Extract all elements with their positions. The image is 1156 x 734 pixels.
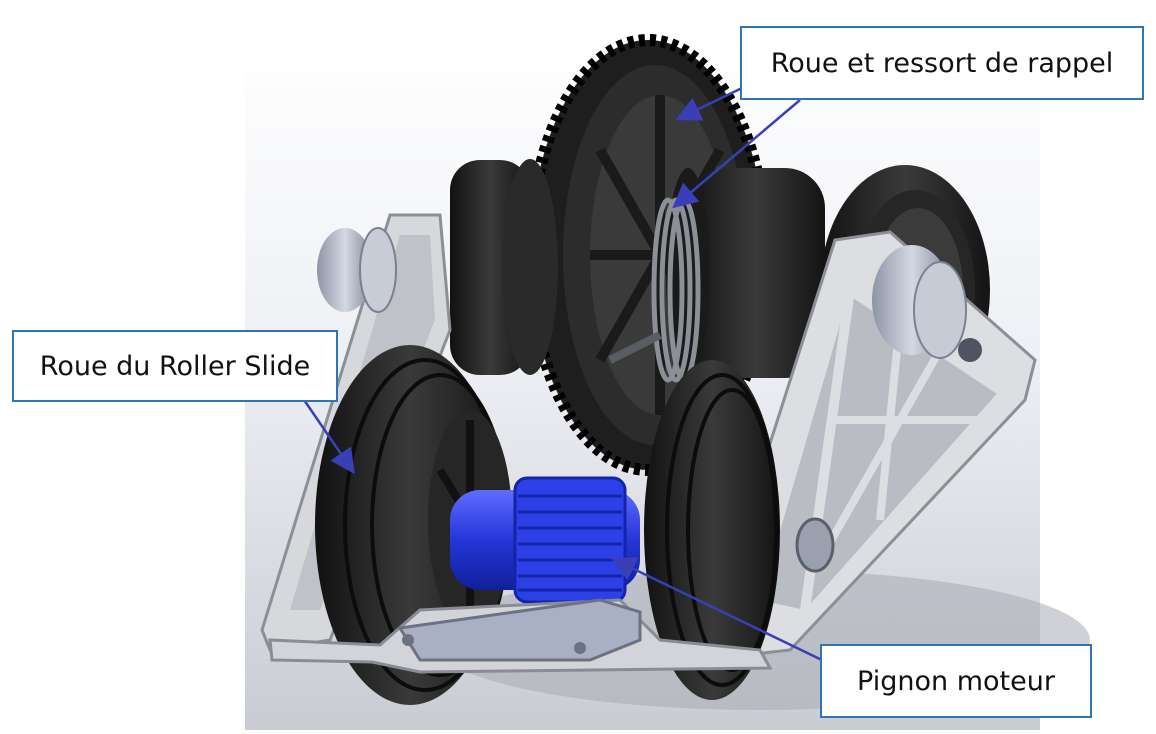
leader-arrows bbox=[298, 86, 827, 664]
arrow-to-roller-wheel bbox=[298, 393, 355, 475]
callout-motor-pinion-text: Pignon moteur bbox=[857, 665, 1055, 697]
motor-pinion bbox=[450, 476, 640, 604]
right-frame-plate bbox=[697, 230, 1037, 662]
arrow-to-pinion bbox=[610, 557, 827, 664]
callout-spring-wheel-text: Roue et ressort de rappel bbox=[770, 47, 1114, 79]
callout-motor-pinion: Pignon moteur bbox=[820, 644, 1092, 718]
arrow-to-spring bbox=[672, 99, 801, 209]
callout-roller-wheel: Roue du Roller Slide bbox=[12, 330, 338, 402]
base-plate bbox=[268, 598, 773, 674]
upper-left-drum bbox=[450, 159, 558, 375]
arrow-to-spring-wheel bbox=[675, 86, 743, 121]
front-right-wheel bbox=[644, 360, 780, 700]
callout-roller-wheel-text: Roue du Roller Slide bbox=[39, 350, 311, 382]
callout-spring-wheel: Roue et ressort de rappel bbox=[740, 26, 1144, 100]
